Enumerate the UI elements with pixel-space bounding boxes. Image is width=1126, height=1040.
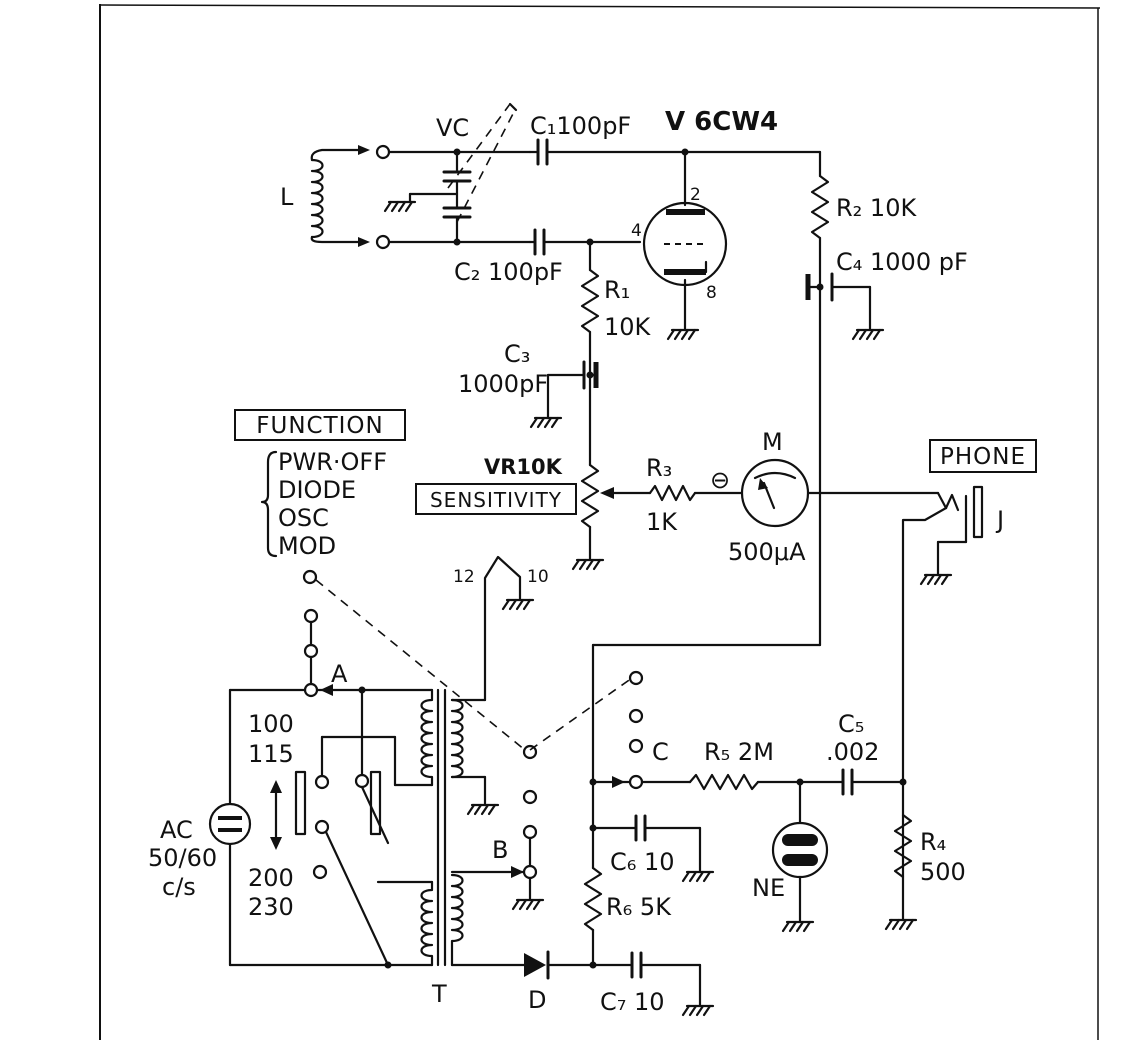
- label-tap-100: 100: [248, 710, 294, 738]
- label-tap-115: 115: [248, 740, 294, 768]
- component-labels: VC C₁100pF V 6CW4 L R₂ 10K C₄ 1000 pF C₂…: [148, 107, 1004, 1016]
- function-title: FUNCTION: [256, 413, 383, 439]
- phone-jack-j: [899, 485, 984, 922]
- label-ac: AC: [160, 816, 193, 844]
- label-r3-name: R₃: [646, 454, 672, 482]
- rectifier-filter: [583, 643, 822, 969]
- label-r3-value: 1K: [646, 508, 678, 536]
- vacuum-tube-6cw4: [642, 150, 728, 341]
- label-meter-minus: ⊖: [710, 466, 730, 494]
- label-switch-c: C: [652, 738, 669, 766]
- label-ac-frequency: 50/60: [148, 844, 217, 872]
- capacitor-c3: [529, 360, 599, 429]
- label-r5: R₅ 2M: [704, 738, 774, 766]
- label-pin-2: 2: [690, 185, 701, 205]
- label-vr: VR10K: [484, 455, 563, 479]
- label-r1-name: R₁: [604, 276, 630, 304]
- transformer-t: [420, 688, 545, 967]
- label-tap-230: 230: [248, 893, 294, 921]
- capacitor-c1: [528, 138, 822, 166]
- label-r2: R₂ 10K: [836, 194, 917, 222]
- label-pin-4: 4: [631, 221, 642, 241]
- label-r4-value: 500: [920, 858, 966, 886]
- label-transformer: T: [431, 980, 447, 1008]
- page-frame: [99, 4, 1101, 1040]
- label-tube: V 6CW4: [665, 107, 778, 137]
- potentiometer-vr: [571, 463, 652, 571]
- label-meter: M: [762, 428, 783, 456]
- power-primary-wiring: [228, 686, 434, 969]
- neon-lamp-ne: [771, 780, 829, 933]
- label-c4: C₄ 1000 pF: [836, 248, 968, 276]
- label-coil: L: [280, 183, 294, 211]
- meter-m: [740, 458, 940, 528]
- label-c6: C₆ 10: [610, 848, 675, 876]
- coil-l: [310, 144, 391, 250]
- capacitor-c5: [841, 768, 905, 796]
- capacitor-c4: [805, 272, 885, 341]
- label-c5-name: C₅: [838, 710, 864, 738]
- function-option-pwr-off: PWR·OFF: [278, 448, 387, 476]
- resistor-r2: [810, 150, 830, 647]
- label-diode: D: [528, 986, 546, 1014]
- label-pin-8: 8: [706, 283, 717, 303]
- label-c2: C₂ 100pF: [454, 258, 563, 286]
- label-r6: R₆ 5K: [606, 893, 672, 921]
- resistor-r5: [640, 773, 845, 791]
- phone-label-box: PHONE: [929, 439, 1037, 473]
- function-switch-contacts: [302, 569, 644, 880]
- function-switch-dashed-link: [315, 579, 633, 751]
- function-option-diode: DIODE: [278, 476, 356, 504]
- sensitivity-label-box: SENSITIVITY: [415, 483, 577, 515]
- label-pin-10: 10: [527, 567, 549, 587]
- resistor-r1: [580, 240, 600, 467]
- label-r4-name: R₄: [920, 828, 946, 856]
- label-c1: C₁100pF: [530, 112, 631, 140]
- phone-label: PHONE: [940, 444, 1026, 470]
- label-switch-b: B: [492, 836, 508, 864]
- label-meter-value: 500μA: [728, 538, 806, 566]
- function-label-box: FUNCTION PWR·OFF DIODE OSC MOD: [234, 409, 406, 560]
- label-c3-name: C₃: [504, 340, 530, 368]
- capacitor-c7: [630, 951, 715, 1017]
- capacitor-c2: [528, 228, 642, 256]
- label-switch-a: A: [331, 660, 348, 688]
- label-pin-12: 12: [453, 567, 475, 587]
- variable-capacitor-vc: [383, 102, 532, 246]
- diode-d: [450, 950, 634, 980]
- label-vc: VC: [436, 114, 469, 142]
- resistor-r3: [648, 484, 744, 502]
- label-r1-value: 10K: [604, 313, 652, 341]
- capacitor-c6: [591, 814, 715, 883]
- function-option-osc: OSC: [278, 504, 329, 532]
- ac-lamp: [208, 802, 252, 846]
- label-jack: J: [995, 506, 1004, 534]
- resistor-r4: [884, 813, 918, 931]
- label-tap-200: 200: [248, 864, 294, 892]
- label-c7: C₇ 10: [600, 988, 665, 1016]
- function-option-mod: MOD: [278, 532, 336, 560]
- label-c3-value: 1000pF: [458, 370, 548, 398]
- label-neon: NE: [752, 874, 785, 902]
- label-ac-unit: c/s: [162, 873, 196, 901]
- sensitivity-label: SENSITIVITY: [430, 488, 562, 512]
- heater-lead: [483, 555, 535, 702]
- label-c5-value: .002: [826, 738, 879, 766]
